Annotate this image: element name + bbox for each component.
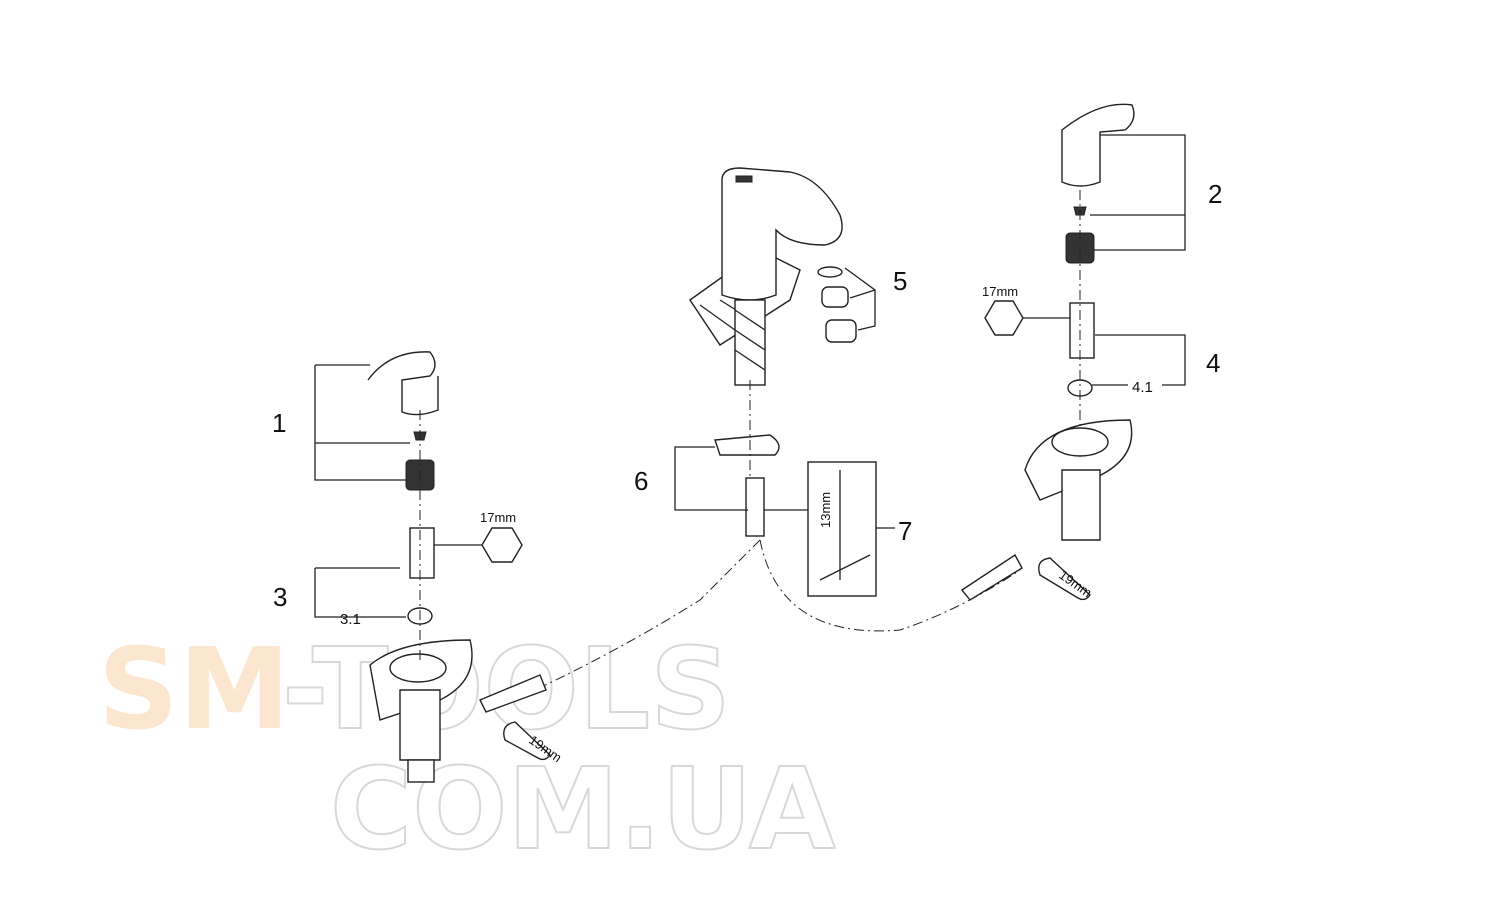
- watermark-sm: SM: [98, 625, 290, 755]
- hex-size-right: 17mm: [982, 284, 1018, 299]
- key-tool-box: [807, 461, 877, 597]
- hex-size-left: 17mm: [480, 510, 516, 525]
- callout-4-1: 4.1: [1132, 379, 1153, 396]
- callout-3: 3: [273, 582, 287, 612]
- key-size: 13mm: [818, 492, 833, 528]
- hex-icon-left: [481, 527, 523, 563]
- callout-2: 2: [1208, 179, 1222, 209]
- right-valve-assembly: [1024, 103, 1135, 541]
- watermark-domain: COM.UA: [330, 745, 836, 875]
- callout-6: 6: [634, 466, 648, 496]
- right-hose: [960, 553, 1023, 601]
- callout-1: 1: [272, 408, 286, 438]
- wrench-icon-right: [1038, 557, 1091, 601]
- wrench-icon-left: [503, 721, 551, 761]
- callout-5: 5: [893, 266, 907, 296]
- left-valve-assembly: [367, 351, 473, 783]
- callout-3-1: 3.1: [340, 611, 361, 628]
- callout-4: 4: [1206, 348, 1220, 378]
- callout-7: 7: [898, 516, 912, 546]
- left-hose: [479, 674, 547, 713]
- hex-icon-right: [984, 300, 1024, 336]
- basin-spout: [689, 167, 857, 537]
